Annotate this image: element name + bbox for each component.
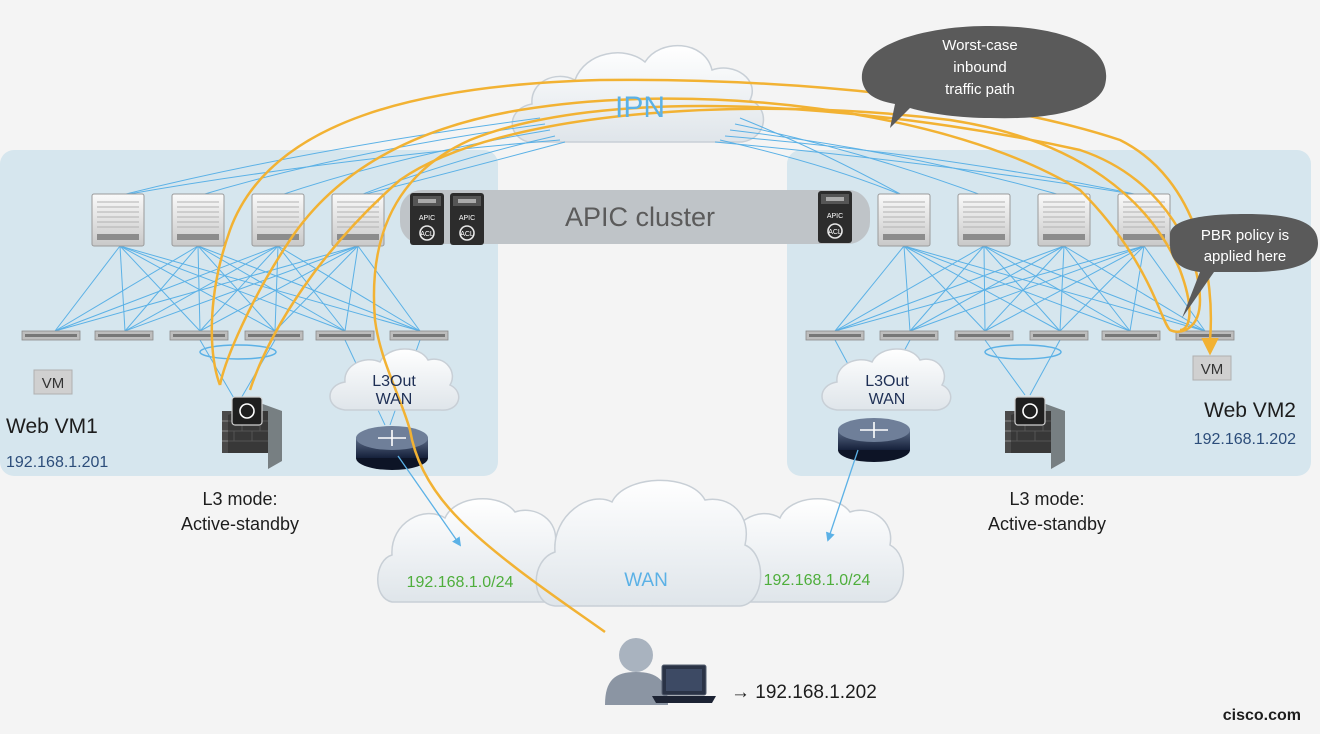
site2-vm-ip: 192.168.1.202 <box>1194 431 1296 448</box>
leaf-switch <box>21 330 81 341</box>
spine-switch <box>1037 193 1091 247</box>
callout-pbr-line1: PBR policy is <box>1201 227 1289 244</box>
site2-vm-tag-label: VM <box>1201 361 1224 378</box>
callout-pbr-line2: applied here <box>1204 248 1287 265</box>
spine-switch <box>171 193 225 247</box>
apic-box-label: APIC <box>459 215 475 222</box>
site1-l3out-line2: WAN <box>376 391 413 408</box>
site1-mode-line1: L3 mode: <box>202 489 277 509</box>
site1-l3out-cloud <box>329 348 460 411</box>
leaf-switch <box>1101 330 1161 341</box>
client-laptop-icon <box>652 664 716 703</box>
wan-label: WAN <box>624 570 668 591</box>
site1-vm-tag <box>33 369 73 395</box>
site1-vm-name: Web VM1 <box>6 415 98 438</box>
site2-vm-name: Web VM2 <box>1204 399 1296 422</box>
leaf-switch <box>94 330 154 341</box>
ipn-label: IPN <box>615 91 665 124</box>
lacp-loops <box>199 344 1062 360</box>
site2-mode-line1: L3 mode: <box>1009 489 1084 509</box>
site1-l3out-line1: L3Out <box>372 373 416 390</box>
acl-label: ACL <box>420 231 434 238</box>
apic-cluster-bar <box>400 190 870 244</box>
pbr-callout <box>1170 214 1318 318</box>
spine-switch <box>957 193 1011 247</box>
callout-worst-case-line1: Worst-case <box>942 37 1018 54</box>
wan-cloud-center <box>535 479 762 607</box>
leaf-switch <box>169 330 229 341</box>
spine-switch <box>91 193 145 247</box>
leaf-switch <box>879 330 939 341</box>
site2-mode-line2: Active-standby <box>988 514 1106 534</box>
leaf-switch <box>389 330 449 341</box>
site2-l3out-line2: WAN <box>869 391 906 408</box>
site2-router-icon <box>837 417 911 463</box>
site1-mode-line2: Active-standby <box>181 514 299 534</box>
site1-router-icon <box>355 425 429 471</box>
subnet-left-label: 192.168.1.0/24 <box>407 574 514 591</box>
leaf-switch <box>954 330 1014 341</box>
wan-links <box>397 449 859 547</box>
worst-case-callout <box>861 25 1107 128</box>
callout-worst-case-line3: traffic path <box>945 81 1015 98</box>
site1-vm-ip: 192.168.1.201 <box>6 454 108 471</box>
site2-vm-tag <box>1192 355 1232 381</box>
watermark: cisco.com <box>1223 707 1301 724</box>
apic-cluster-label: APIC cluster <box>565 202 715 232</box>
site2-l3out-cloud <box>821 348 952 411</box>
leaf-switch <box>1175 330 1235 341</box>
ipn-cloud <box>511 44 765 143</box>
callout-worst-case-line2: inbound <box>953 59 1006 76</box>
spine-switch <box>251 193 305 247</box>
leaf-switch <box>315 330 375 341</box>
wan-clouds <box>377 479 904 607</box>
apic-box-label: APIC <box>419 215 435 222</box>
leaf-switch <box>1029 330 1089 341</box>
subnet-right-label: 192.168.1.0/24 <box>764 572 871 589</box>
ipn-links <box>117 117 1145 197</box>
site1-vm-tag-label: VM <box>42 375 65 392</box>
leaf-switch <box>805 330 865 341</box>
site2-l3out-line1: L3Out <box>865 373 909 390</box>
acl-label: ACL <box>828 229 842 236</box>
client-target-label: → 192.168.1.202 <box>731 682 877 703</box>
apic-box-label: APIC <box>827 213 843 220</box>
acl-label: ACL <box>460 231 474 238</box>
site2-fabric-links <box>834 245 1206 406</box>
spine-switch <box>877 193 931 247</box>
client-user-icon <box>605 638 668 705</box>
